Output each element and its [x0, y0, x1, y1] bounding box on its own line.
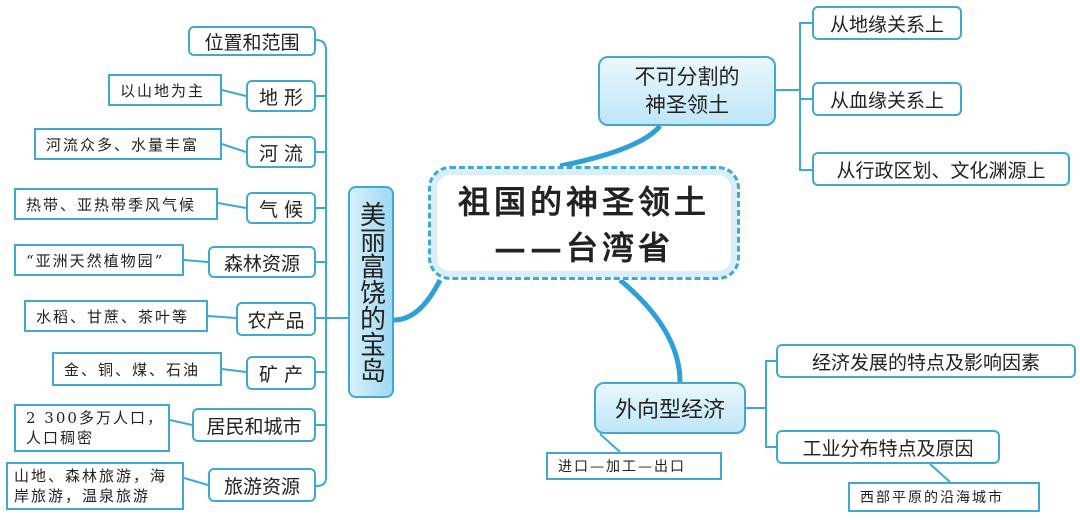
- territory-branch: 不可分割的 神圣领土: [598, 56, 776, 126]
- note-agriculture: 水稻、甘蔗、茶叶等: [24, 300, 208, 332]
- note-line: 人口稠密: [26, 429, 95, 447]
- note-tourism: 山地、森林旅游，海岸旅游，温泉旅游: [6, 462, 184, 510]
- economy-branch: 外向型经济: [594, 382, 746, 434]
- note-climate: 热带、亚热带季风气候: [14, 188, 218, 220]
- note-industry: 西部平原的沿海城市: [848, 482, 1040, 512]
- note-terrain: 以山地为主: [108, 74, 222, 106]
- left-item-rivers: 河 流: [246, 136, 316, 168]
- central-topic: 祖国的神圣领土 ——台湾省: [428, 166, 740, 280]
- note-population: 2 300多万人口， 人口稠密: [14, 404, 170, 452]
- left-item-agriculture: 农产品: [236, 302, 316, 336]
- note-line: 山地、森林旅游，海: [14, 467, 168, 485]
- note-line: 2 300多万人口，: [26, 409, 164, 427]
- economy-item-industry: 工业分布特点及原因: [776, 430, 1000, 464]
- territory-item-geography: 从地缘关系上: [812, 6, 962, 40]
- note-economy: 进口—加工—出口: [546, 452, 722, 480]
- left-item-location: 位置和范围: [188, 26, 316, 56]
- territory-item-administration: 从行政区划、文化渊源上: [812, 152, 1070, 186]
- left-item-population: 居民和城市: [192, 408, 316, 442]
- left-item-climate: 气 候: [246, 192, 316, 224]
- left-item-forest: 森林资源: [208, 246, 316, 278]
- note-line: 岸旅游，温泉旅游: [14, 487, 151, 505]
- note-forest: “亚洲天然植物园”: [14, 244, 184, 276]
- left-branch-title: 美丽富饶的宝岛: [348, 186, 394, 398]
- central-topic-line1: 祖国的神圣领土: [457, 183, 710, 221]
- territory-item-kinship: 从血缘关系上: [812, 82, 962, 116]
- note-rivers: 河流众多、水量丰富: [34, 128, 222, 160]
- left-item-terrain: 地 形: [246, 80, 316, 112]
- left-item-tourism: 旅游资源: [208, 468, 316, 502]
- territory-title-line1: 不可分割的: [634, 65, 740, 89]
- left-item-minerals: 矿 产: [246, 356, 316, 390]
- central-topic-line2: ——台湾省: [493, 229, 674, 267]
- territory-title-line2: 神圣领土: [645, 93, 729, 117]
- note-minerals: 金、铜、煤、石油: [52, 352, 222, 386]
- economy-item-development: 经济发展的特点及影响因素: [776, 344, 1076, 378]
